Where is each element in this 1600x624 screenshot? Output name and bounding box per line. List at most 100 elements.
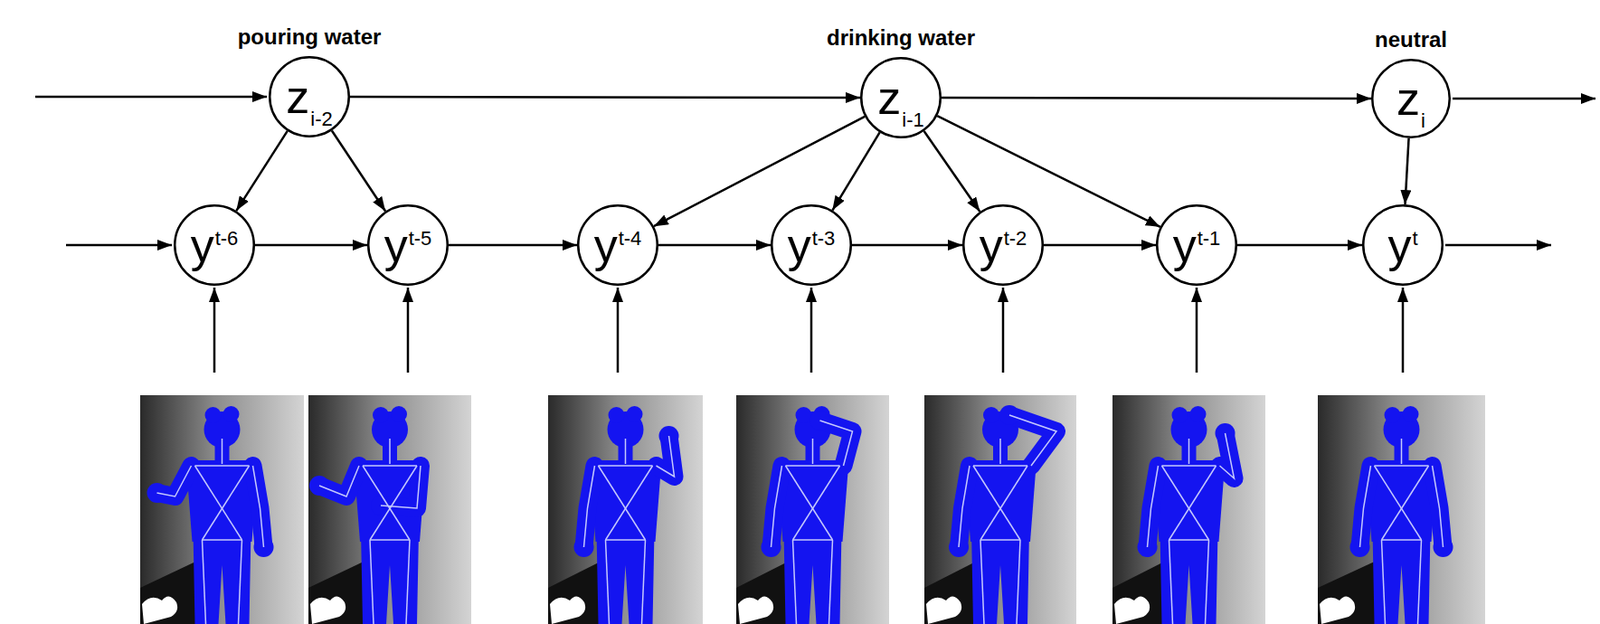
variable-letter: z <box>1396 75 1421 123</box>
activity-label: neutral <box>1374 28 1448 52</box>
variable-letter: y <box>787 221 812 269</box>
skeleton-lines <box>1147 433 1235 624</box>
depth-background <box>736 395 890 624</box>
depth-background <box>548 395 703 624</box>
variable-letter: y <box>1173 221 1197 269</box>
dependency-arrow <box>331 130 386 211</box>
depth-background <box>140 395 304 624</box>
floor-shadow <box>548 560 603 624</box>
depth-background <box>924 395 1077 624</box>
node-inner: zi <box>1371 58 1451 139</box>
person-silhouette <box>761 406 853 624</box>
node-inner: zi-2 <box>268 56 351 138</box>
variable-index: i <box>1420 111 1426 132</box>
variable-index: t-2 <box>1003 228 1028 249</box>
activity-label: pouring water <box>237 25 382 49</box>
depth-image <box>736 395 890 624</box>
depth-image <box>1112 395 1266 624</box>
dependency-arrow <box>350 95 861 99</box>
node-inner: zi-1 <box>860 56 942 139</box>
variable-letter: z <box>285 73 310 121</box>
variable-name: yt-1 <box>1173 221 1222 269</box>
input-arrow <box>407 287 410 373</box>
observation-node: yt-2 <box>962 204 1044 286</box>
variable-letter: y <box>979 221 1004 269</box>
floor-shadow <box>140 560 198 624</box>
node-circle <box>173 204 256 286</box>
outgoing-arrow <box>1452 97 1596 101</box>
dependency-arrow <box>937 115 1160 228</box>
person-silhouette <box>574 406 680 624</box>
input-arrow <box>616 287 620 373</box>
variable-index: t-4 <box>618 228 643 249</box>
dependency-arrow <box>255 244 368 247</box>
depth-background <box>1317 395 1486 624</box>
variable-index: t-6 <box>215 228 239 249</box>
depth-noise <box>1114 596 1150 624</box>
dependency-arrow <box>832 132 880 210</box>
dependency-arrow <box>1404 138 1409 205</box>
input-arrow <box>810 287 814 373</box>
input-arrow <box>1195 287 1199 373</box>
skeleton-lines <box>157 438 265 624</box>
variable-index: t-5 <box>408 228 433 249</box>
depth-frames <box>140 395 1486 624</box>
activity-label: drinking water <box>826 26 976 50</box>
skeleton-lines <box>771 420 853 624</box>
depth-image <box>548 395 703 624</box>
depth-noise <box>310 596 346 624</box>
input-arrow <box>1002 287 1005 373</box>
depth-noise <box>549 596 586 624</box>
depth-noise <box>738 596 774 624</box>
depth-image <box>1317 395 1486 624</box>
floor-shadow <box>736 560 790 624</box>
depth-image <box>308 395 472 624</box>
dependency-arrow <box>941 96 1372 100</box>
skeleton-lines <box>584 435 675 624</box>
observation-node: yt-1 <box>1155 204 1238 286</box>
variable-letter: y <box>594 221 618 269</box>
variable-index: i-1 <box>901 110 924 131</box>
variable-name: yt-5 <box>384 221 433 269</box>
variable-letter: z <box>877 74 901 122</box>
depth-noise <box>142 596 178 624</box>
incoming-arrow <box>66 244 172 247</box>
depth-noise <box>926 596 962 624</box>
depth-image <box>140 395 304 624</box>
depth-image <box>924 395 1077 624</box>
person-silhouette <box>948 405 1057 624</box>
variable-name: yt-2 <box>979 221 1028 269</box>
skeleton-lines <box>319 438 421 624</box>
dependency-arrow <box>236 131 287 211</box>
variable-name: zi <box>1396 75 1426 123</box>
observation-node: yt-4 <box>577 204 659 286</box>
dependency-arrow <box>924 131 981 212</box>
variable-index: t-3 <box>812 228 836 249</box>
observation-node: yt-6 <box>173 204 256 286</box>
input-arrow <box>213 287 217 373</box>
dependency-arrow <box>658 244 771 247</box>
depth-background <box>308 395 472 624</box>
outgoing-arrow <box>1445 244 1552 247</box>
variable-letter: y <box>1387 221 1411 269</box>
latent-node: drinking waterzi-1 <box>860 56 942 139</box>
node-inner: yt-6 <box>173 204 256 286</box>
node-inner: yt-4 <box>577 204 659 286</box>
variable-name: yt-4 <box>594 221 643 269</box>
variable-index: t-1 <box>1197 228 1222 249</box>
node-inner: yt-1 <box>1155 204 1238 286</box>
incoming-arrow <box>35 95 267 99</box>
observation-node: yt <box>1362 204 1444 286</box>
person-silhouette <box>1137 406 1236 624</box>
floor-shadow <box>308 560 366 624</box>
node-inner: yt-5 <box>367 204 449 286</box>
variable-name: yt-3 <box>787 221 836 269</box>
dependency-arrow <box>1237 244 1363 247</box>
node-inner: yt-3 <box>770 204 853 286</box>
node-inner: yt <box>1362 204 1444 286</box>
input-arrows <box>214 287 1403 373</box>
